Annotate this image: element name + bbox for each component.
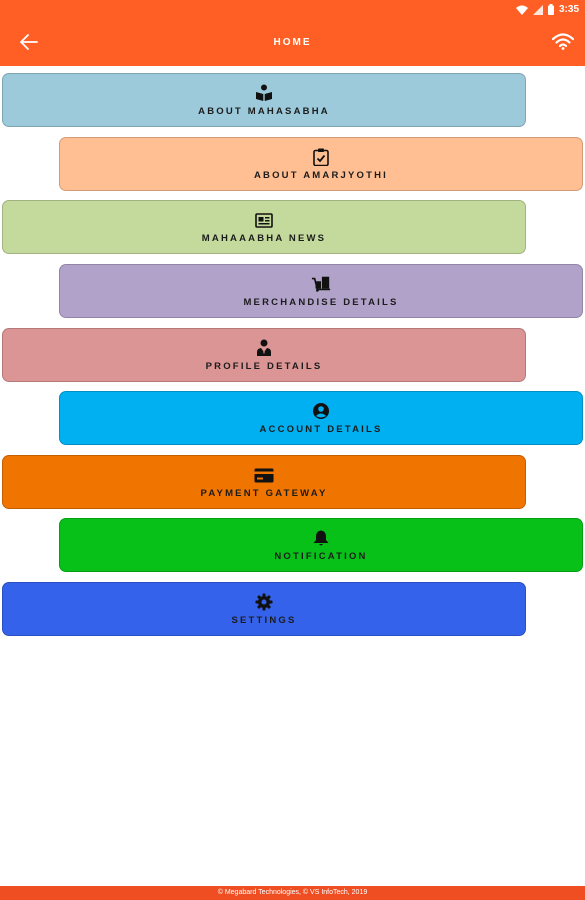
page-title: HOME <box>273 37 312 48</box>
about-amarjyothi-button[interactable]: ABOUT AMARJYOTHI <box>59 137 583 191</box>
menu-label: ACCOUNT DETAILS <box>259 424 383 435</box>
menu-label: ABOUT MAHASABHA <box>198 106 330 117</box>
settings-button[interactable]: SETTINGS <box>2 582 526 636</box>
menu-label: MAHAAABHA NEWS <box>201 233 327 244</box>
newspaper-icon <box>254 210 274 230</box>
status-time: 3:35 <box>558 4 579 15</box>
user-tie-icon <box>254 338 274 358</box>
menu-label: MERCHANDISE DETAILS <box>243 297 399 308</box>
arrow-left-icon <box>20 33 38 55</box>
notification-button[interactable]: NOTIFICATION <box>59 518 583 572</box>
battery-icon <box>547 4 554 15</box>
gear-icon <box>254 592 274 612</box>
book-reader-icon <box>254 83 274 103</box>
merchandise-details-button[interactable]: MERCHANDISE DETAILS <box>59 264 583 318</box>
footer: © Megabard Technologies, © VS InfoTech, … <box>0 886 585 900</box>
wifi-button[interactable] <box>549 31 577 57</box>
cell-signal-icon <box>532 4 543 15</box>
status-icons: 3:35 <box>515 4 579 15</box>
clipboard-check-icon <box>311 147 331 167</box>
status-bar: 3:35 <box>0 0 585 22</box>
menu-label: ABOUT AMARJYOTHI <box>253 170 389 181</box>
menu-label: PROFILE DETAILS <box>205 361 323 372</box>
wifi-signal-icon <box>515 5 528 15</box>
profile-details-button[interactable]: PROFILE DETAILS <box>2 328 526 382</box>
credit-card-icon <box>254 465 274 485</box>
back-button[interactable] <box>16 32 42 56</box>
bell-icon <box>311 528 331 548</box>
wifi-icon <box>551 33 575 55</box>
account-details-button[interactable]: ACCOUNT DETAILS <box>59 391 583 445</box>
menu-label: NOTIFICATION <box>274 551 368 562</box>
payment-gateway-button[interactable]: PAYMENT GATEWAY <box>2 455 526 509</box>
mahasabha-news-button[interactable]: MAHAAABHA NEWS <box>2 200 526 254</box>
about-mahasabha-button[interactable]: ABOUT MAHASABHA <box>2 73 526 127</box>
app-bar: HOME <box>0 22 585 66</box>
user-circle-icon <box>311 401 331 421</box>
menu-label: PAYMENT GATEWAY <box>200 488 328 499</box>
menu-label: SETTINGS <box>231 615 297 626</box>
dolly-boxes-icon <box>311 274 331 294</box>
